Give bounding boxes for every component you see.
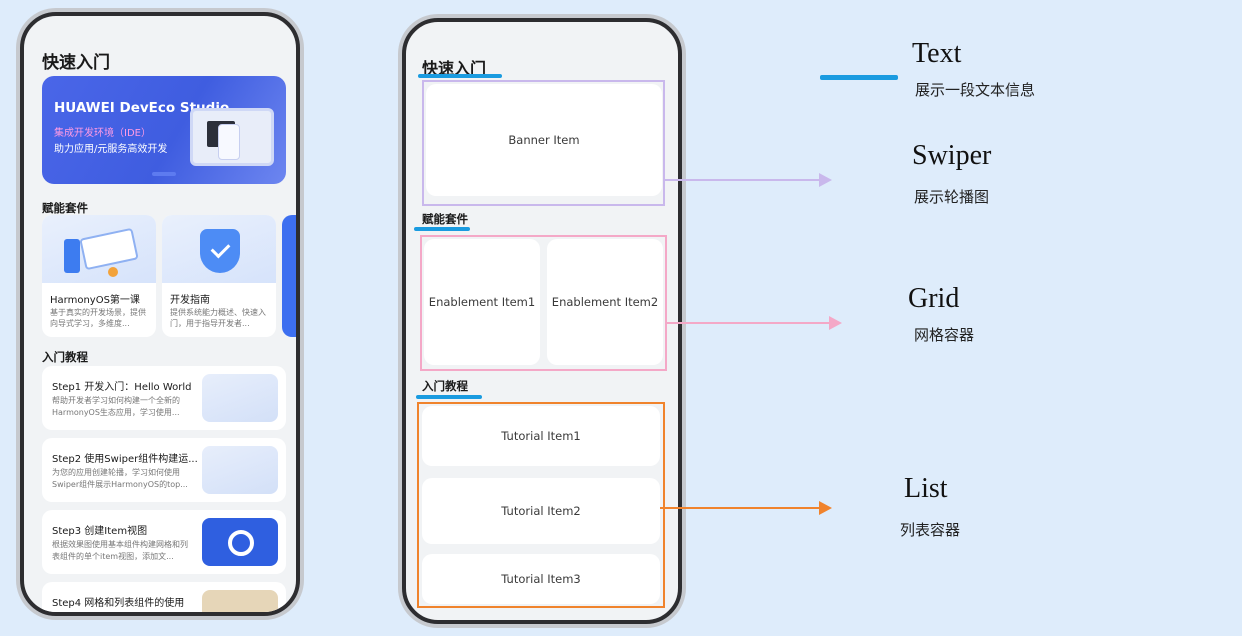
kit-card-image — [162, 215, 276, 283]
ring-icon — [228, 530, 254, 556]
tutorial-title: Step2 使用Swiper组件构建运... — [52, 454, 198, 465]
kit-card-desc: 提供系统能力概述、快速入门，用于指导开发者... — [170, 308, 266, 328]
tutorial-item[interactable]: Step1 开发入门：Hello World 帮助开发者学习如何构建一个全新的H… — [42, 366, 286, 430]
banner-subtitle: 集成开发环境（IDE） — [54, 128, 151, 139]
text-underline — [414, 227, 470, 231]
tutorial-item[interactable]: Step2 使用Swiper组件构建运... 为您的应用创建轮播，学习如何使用S… — [42, 438, 286, 502]
legend-swiper-desc: 展示轮播图 — [914, 188, 990, 206]
enablement-item[interactable]: Enablement Item2 — [547, 239, 663, 365]
tutorial-item[interactable]: Tutorial Item2 — [422, 478, 660, 544]
tutorial-item[interactable]: Step3 创建Item视图 根据效果图使用基本组件构建网格和列表组件的单个it… — [42, 510, 286, 574]
legend-text-title: Text — [912, 38, 962, 69]
tutorial-image — [202, 590, 278, 612]
tutorial-item-label: Tutorial Item3 — [501, 572, 581, 586]
kit-card-image — [42, 215, 156, 283]
enablement-item-label: Enablement Item2 — [551, 295, 659, 309]
tutorial-desc: 为您的应用创建轮播，学习如何使用Swiper组件展示HarmonyOS的top.… — [52, 468, 188, 489]
legend-grid-desc: 网格容器 — [914, 326, 975, 344]
swiper-outline — [422, 80, 665, 206]
tutorial-item-label: Tutorial Item1 — [501, 429, 581, 443]
tutorial-title: Step1 开发入门：Hello World — [52, 382, 192, 393]
legend-list-desc: 列表容器 — [900, 521, 961, 539]
legend-list-title: List — [904, 473, 948, 504]
kit-card-partial[interactable] — [282, 215, 296, 337]
tutorial-item-label: Tutorial Item2 — [501, 504, 581, 518]
coin-illustration — [108, 267, 118, 277]
arrow-list — [660, 501, 832, 515]
tutorial-title: Step3 创建Item视图 — [52, 526, 148, 537]
kit-card-title: HarmonyOS第一课 — [50, 295, 140, 306]
banner-item-label: Banner Item — [508, 133, 580, 147]
swiper-indicator — [152, 172, 176, 176]
kit-card-title: 开发指南 — [170, 295, 210, 306]
phone-mockup-app: 快速入门 HUAWEI DevEco Studio 集成开发环境（IDE） 助力… — [20, 12, 300, 616]
tutorial-title: Step4 网格和列表组件的使用 — [52, 598, 185, 609]
text-underline — [418, 74, 502, 78]
section-title-tutorials: 入门教程 — [422, 379, 468, 393]
arrow-swiper — [664, 173, 832, 187]
board-illustration — [79, 227, 139, 271]
signpost-illustration — [64, 239, 80, 273]
legend-grid-title: Grid — [908, 283, 960, 314]
arrow-grid — [666, 316, 842, 330]
legend-text-line — [820, 75, 898, 80]
list-outline — [417, 402, 665, 608]
legend-swiper-title: Swiper — [912, 140, 992, 171]
legend-text-desc: 展示一段文本信息 — [915, 81, 1036, 99]
banner-subtitle-2: 助力应用/元服务高效开发 — [54, 144, 168, 155]
enablement-item[interactable]: Enablement Item1 — [424, 239, 540, 365]
shield-icon — [200, 229, 240, 273]
tutorial-image — [202, 446, 278, 494]
tutorial-item[interactable]: Tutorial Item3 — [422, 554, 660, 604]
kit-card-desc: 基于真实的开发场景，提供向导式学习，多维度... — [50, 308, 146, 328]
section-title-tutorials: 入门教程 — [42, 350, 88, 364]
tutorial-desc: 根据效果图使用基本组件构建网格和列表组件的单个item视图，添加文... — [52, 540, 188, 561]
enablement-item-label: Enablement Item1 — [428, 295, 536, 309]
tutorial-item[interactable]: Step4 网格和列表组件的使用 — [42, 582, 286, 612]
kit-card[interactable]: 开发指南 提供系统能力概述、快速入门，用于指导开发者... — [162, 215, 276, 337]
phone-illustration — [218, 124, 240, 160]
tutorial-image — [202, 518, 278, 566]
tutorial-item[interactable]: Tutorial Item1 — [422, 406, 660, 466]
phone-wireframe: 快速入门 Banner Item 赋能套件 Enablement Item1 E… — [402, 18, 682, 624]
banner-item[interactable]: Banner Item — [426, 84, 662, 196]
tutorial-image — [202, 374, 278, 422]
banner-swiper[interactable]: HUAWEI DevEco Studio 集成开发环境（IDE） 助力应用/元服… — [42, 76, 286, 184]
section-title-kits: 赋能套件 — [422, 212, 468, 226]
section-title-kits: 赋能套件 — [42, 201, 88, 215]
tutorial-desc: 帮助开发者学习如何构建一个全新的HarmonyOS生态应用，学习使用... — [52, 396, 180, 417]
page-title: 快速入门 — [422, 59, 487, 78]
page-title: 快速入门 — [42, 53, 110, 73]
text-underline — [416, 395, 482, 399]
banner-title: HUAWEI DevEco Studio — [54, 100, 230, 116]
kit-card[interactable]: HarmonyOS第一课 基于真实的开发场景，提供向导式学习，多维度... — [42, 215, 156, 337]
check-icon — [210, 238, 231, 259]
grid-outline — [420, 235, 667, 371]
